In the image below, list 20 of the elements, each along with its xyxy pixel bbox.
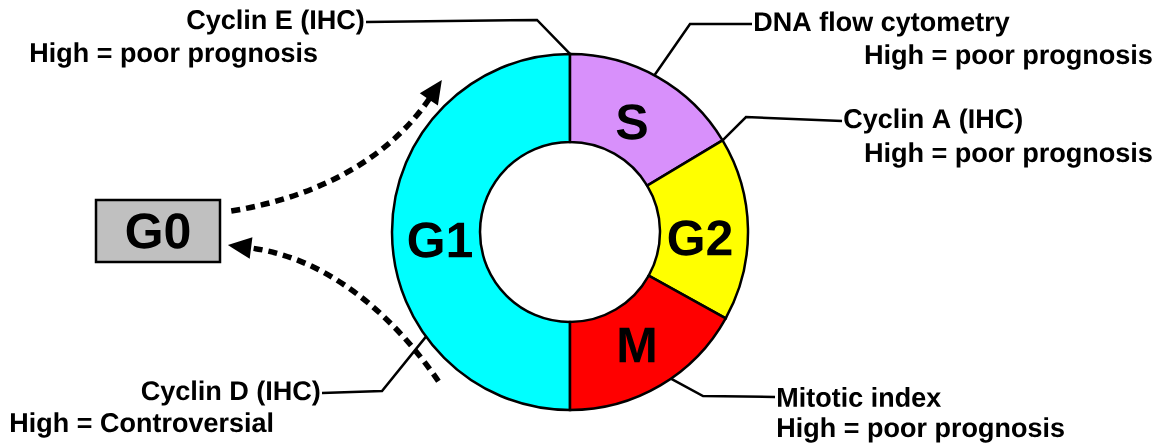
annotation-text: Mitotic index: [778, 387, 941, 407]
leader-line: [321, 335, 427, 395]
phase-box: G0: [94, 198, 222, 264]
annotation-text: High = poor prognosis: [865, 44, 1152, 70]
annotation-text: Cyclin D (IHC): [141, 380, 320, 406]
ring-segment: S: [568, 52, 724, 187]
leader-line: [653, 22, 752, 76]
annotation-text: High = Controversial: [11, 412, 273, 438]
leader-line: [366, 18, 571, 55]
annotation-text: High = poor prognosis: [865, 142, 1152, 168]
annotation-text: Cyclin E (IHC): [187, 9, 364, 35]
ring-segment: M: [568, 274, 727, 412]
annotation-text: High = poor prognosis: [31, 42, 317, 68]
leader-line: [721, 115, 843, 142]
annotation-text: Cyclin A (IHC): [844, 108, 1022, 134]
ring-segment: G2: [645, 139, 750, 320]
ring-segment: G1: [390, 52, 572, 412]
annotation-text: High = poor prognosis: [778, 417, 1064, 443]
leader-line: [670, 377, 776, 399]
annotation-text: DNA flow cytometry: [755, 11, 1010, 37]
